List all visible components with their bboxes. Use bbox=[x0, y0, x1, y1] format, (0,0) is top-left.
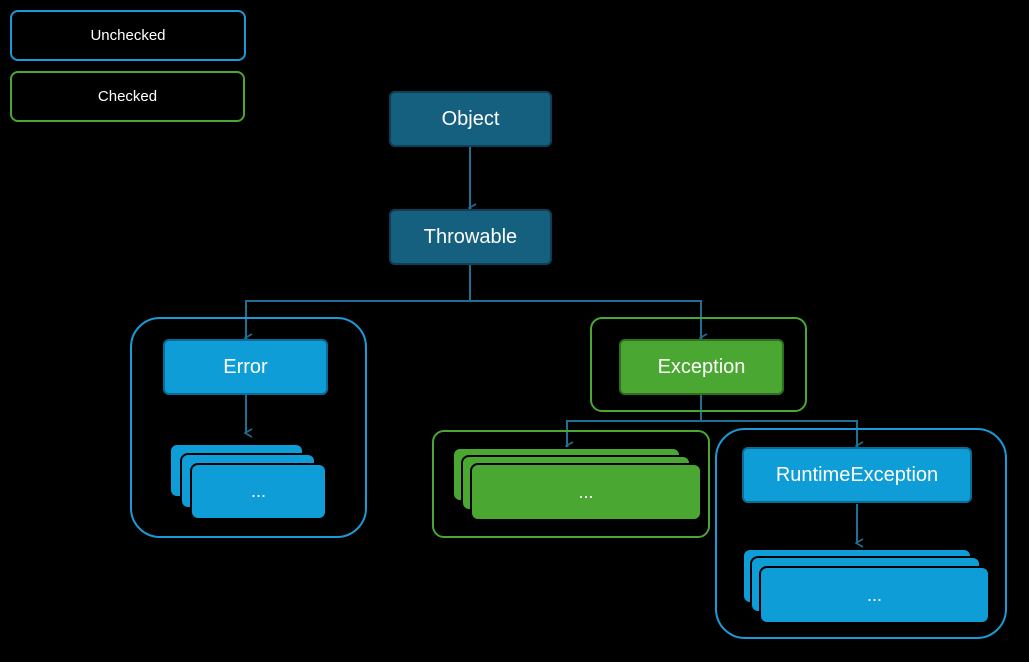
legend-checked: Checked bbox=[10, 71, 245, 122]
legend-unchecked-label: Unchecked bbox=[90, 27, 166, 44]
runtime-exception-group bbox=[715, 428, 1007, 639]
runtime-exception-label: RuntimeException bbox=[775, 463, 939, 486]
error-node: Error bbox=[163, 339, 328, 395]
throwable-node: Throwable bbox=[389, 209, 552, 265]
exception-group bbox=[590, 317, 807, 412]
object-label: Object bbox=[441, 107, 500, 130]
error-subclasses-label: ... bbox=[250, 481, 266, 501]
throwable-label: Throwable bbox=[423, 225, 518, 248]
runtime-subclass-card-front: ... bbox=[759, 566, 990, 624]
error-label: Error bbox=[223, 355, 268, 378]
error-group bbox=[130, 317, 367, 538]
object-node: Object bbox=[389, 91, 552, 147]
error-subclass-card-front: ... bbox=[190, 463, 327, 520]
edge-exception-checked bbox=[567, 395, 702, 446]
legend-unchecked: Unchecked bbox=[10, 10, 246, 61]
exception-label: Exception bbox=[657, 355, 746, 378]
edge-throwable-exception bbox=[470, 300, 701, 338]
checked-exceptions-group bbox=[432, 430, 710, 538]
checked-subclass-card-front: ... bbox=[470, 463, 702, 521]
legend-checked-label: Checked bbox=[97, 88, 158, 105]
runtime-exception-node: RuntimeException bbox=[742, 447, 972, 503]
edge-exception-runtime bbox=[701, 420, 857, 446]
edge-throwable-error bbox=[246, 264, 471, 338]
exception-node: Exception bbox=[619, 339, 784, 395]
exception-subclasses-label: ... bbox=[578, 481, 594, 502]
runtime-subclasses-label: ... bbox=[866, 584, 882, 605]
